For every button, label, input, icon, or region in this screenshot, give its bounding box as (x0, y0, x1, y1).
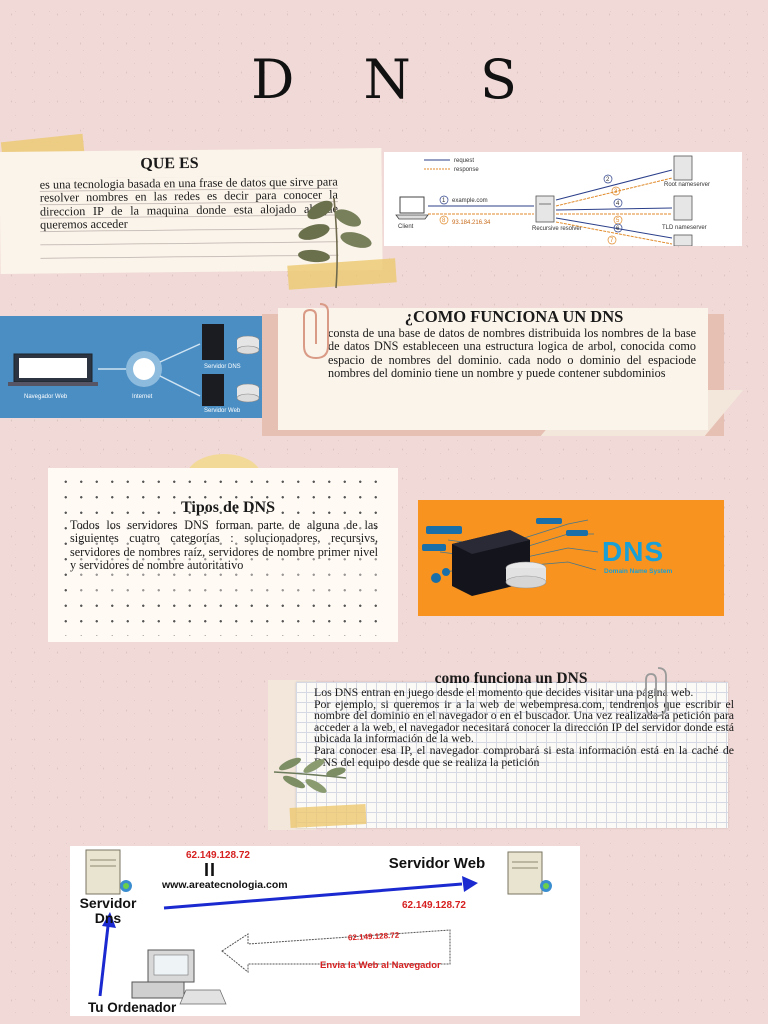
internet-label: Internet (132, 394, 153, 400)
leaf-sprig-icon (273, 757, 347, 793)
dns-flow-diagram: 62.149.128.72 II www.areatecnologia.com … (70, 846, 580, 1016)
client-label: Client (398, 224, 414, 230)
dns-server-icon (85, 849, 132, 895)
step-label: 2 (606, 177, 610, 183)
como-funciona-card: ¿COMO FUNCIONA UN DNS consta de una base… (278, 307, 708, 430)
dns-resolution-diagram: request response Client Recursive resolv… (384, 152, 742, 247)
paragraph: Por ejemplo, si queremos ir a la web de … (314, 696, 734, 746)
step-label: 3 (614, 189, 618, 195)
legend-response: response (454, 167, 479, 173)
tipos-card: Tipos de DNS Todos los servidores DNS fo… (48, 468, 398, 642)
como-funciona-2-card: como funciona un DNS Los DNS entran en j… (296, 670, 734, 828)
tld-server-icon (673, 195, 693, 221)
browser-label: Navegador Web (24, 394, 68, 400)
resolver-label: Recursive resolver (532, 226, 582, 232)
page-title: D N S (251, 48, 543, 111)
que-es-heading: QUE ES (140, 154, 199, 173)
web-server-label: Servidor Web (204, 408, 241, 414)
dot-grid (58, 474, 388, 636)
query-label: example.com (452, 198, 488, 204)
dns-banner: DNS Domain Name System (418, 500, 724, 616)
step-label: 5 (616, 218, 620, 224)
servidor-web-label: Servidor Web (388, 855, 486, 872)
step-label: 6 (616, 226, 620, 232)
dns-server-label: Servidor DNS (204, 364, 241, 370)
como-funciona-2-heading: como funciona un DNS (434, 670, 588, 687)
tipos-text: Todos los servidores DNS forman parte de… (70, 518, 378, 603)
authoritative-server-icon (673, 234, 693, 247)
paperclip-icon (645, 667, 667, 717)
answer-ip-label: 93.184.216.34 (452, 220, 491, 226)
ip-address-right: 62.149.128.72 (402, 900, 466, 911)
como-funciona-heading: ¿COMO FUNCIONA UN DNS (404, 307, 624, 326)
web-server-icon (202, 374, 260, 406)
send-web-label: Envia la Web al Navegador (320, 960, 441, 971)
banner-title: DNS (602, 536, 665, 567)
step-label: 4 (616, 201, 620, 207)
equals-sign: II (204, 860, 217, 880)
root-label: Root nameserver (664, 182, 710, 188)
dns-server-icon (202, 324, 260, 360)
paragraph: Los DNS entran en juego desde el momento… (314, 685, 694, 699)
return-arrow (221, 929, 451, 974)
step-label: 8 (442, 218, 446, 224)
banner-subtitle: Domain Name System (604, 568, 673, 575)
servidor-dns-label: Servidor Dns (79, 895, 137, 926)
leaf-branch-icon (298, 197, 372, 289)
desktop-computer-icon (131, 949, 227, 1005)
tipos-heading: Tipos de DNS (181, 499, 275, 516)
como-funciona-text: consta de una base de datos de nombres d… (328, 326, 696, 381)
tape-strip (289, 804, 367, 828)
resolver-server-icon (535, 195, 555, 223)
tld-label: TLD nameserver (662, 225, 707, 231)
browser-window-icon (8, 353, 98, 386)
laptop-icon (395, 196, 429, 220)
tu-ordenador-label: Tu Ordenador (88, 1000, 177, 1015)
step-label: 1 (442, 198, 446, 204)
network-diagram: Navegador Web Internet Servidor DNS Serv… (0, 316, 282, 418)
step-label: 7 (610, 238, 614, 244)
database-icon (505, 561, 547, 589)
url-label: www.areatecnologia.com (162, 879, 288, 891)
legend-request: request (454, 158, 474, 164)
paperclip-icon (303, 303, 329, 360)
root-server-icon (673, 155, 693, 181)
web-server-icon (507, 851, 552, 895)
ip-address-top: 62.149.128.72 (186, 850, 250, 861)
paragraph: Para conocer esa IP, el navegador compro… (314, 742, 734, 769)
como-funciona-2-text: Los DNS entran en juego desde el momento… (314, 685, 734, 769)
